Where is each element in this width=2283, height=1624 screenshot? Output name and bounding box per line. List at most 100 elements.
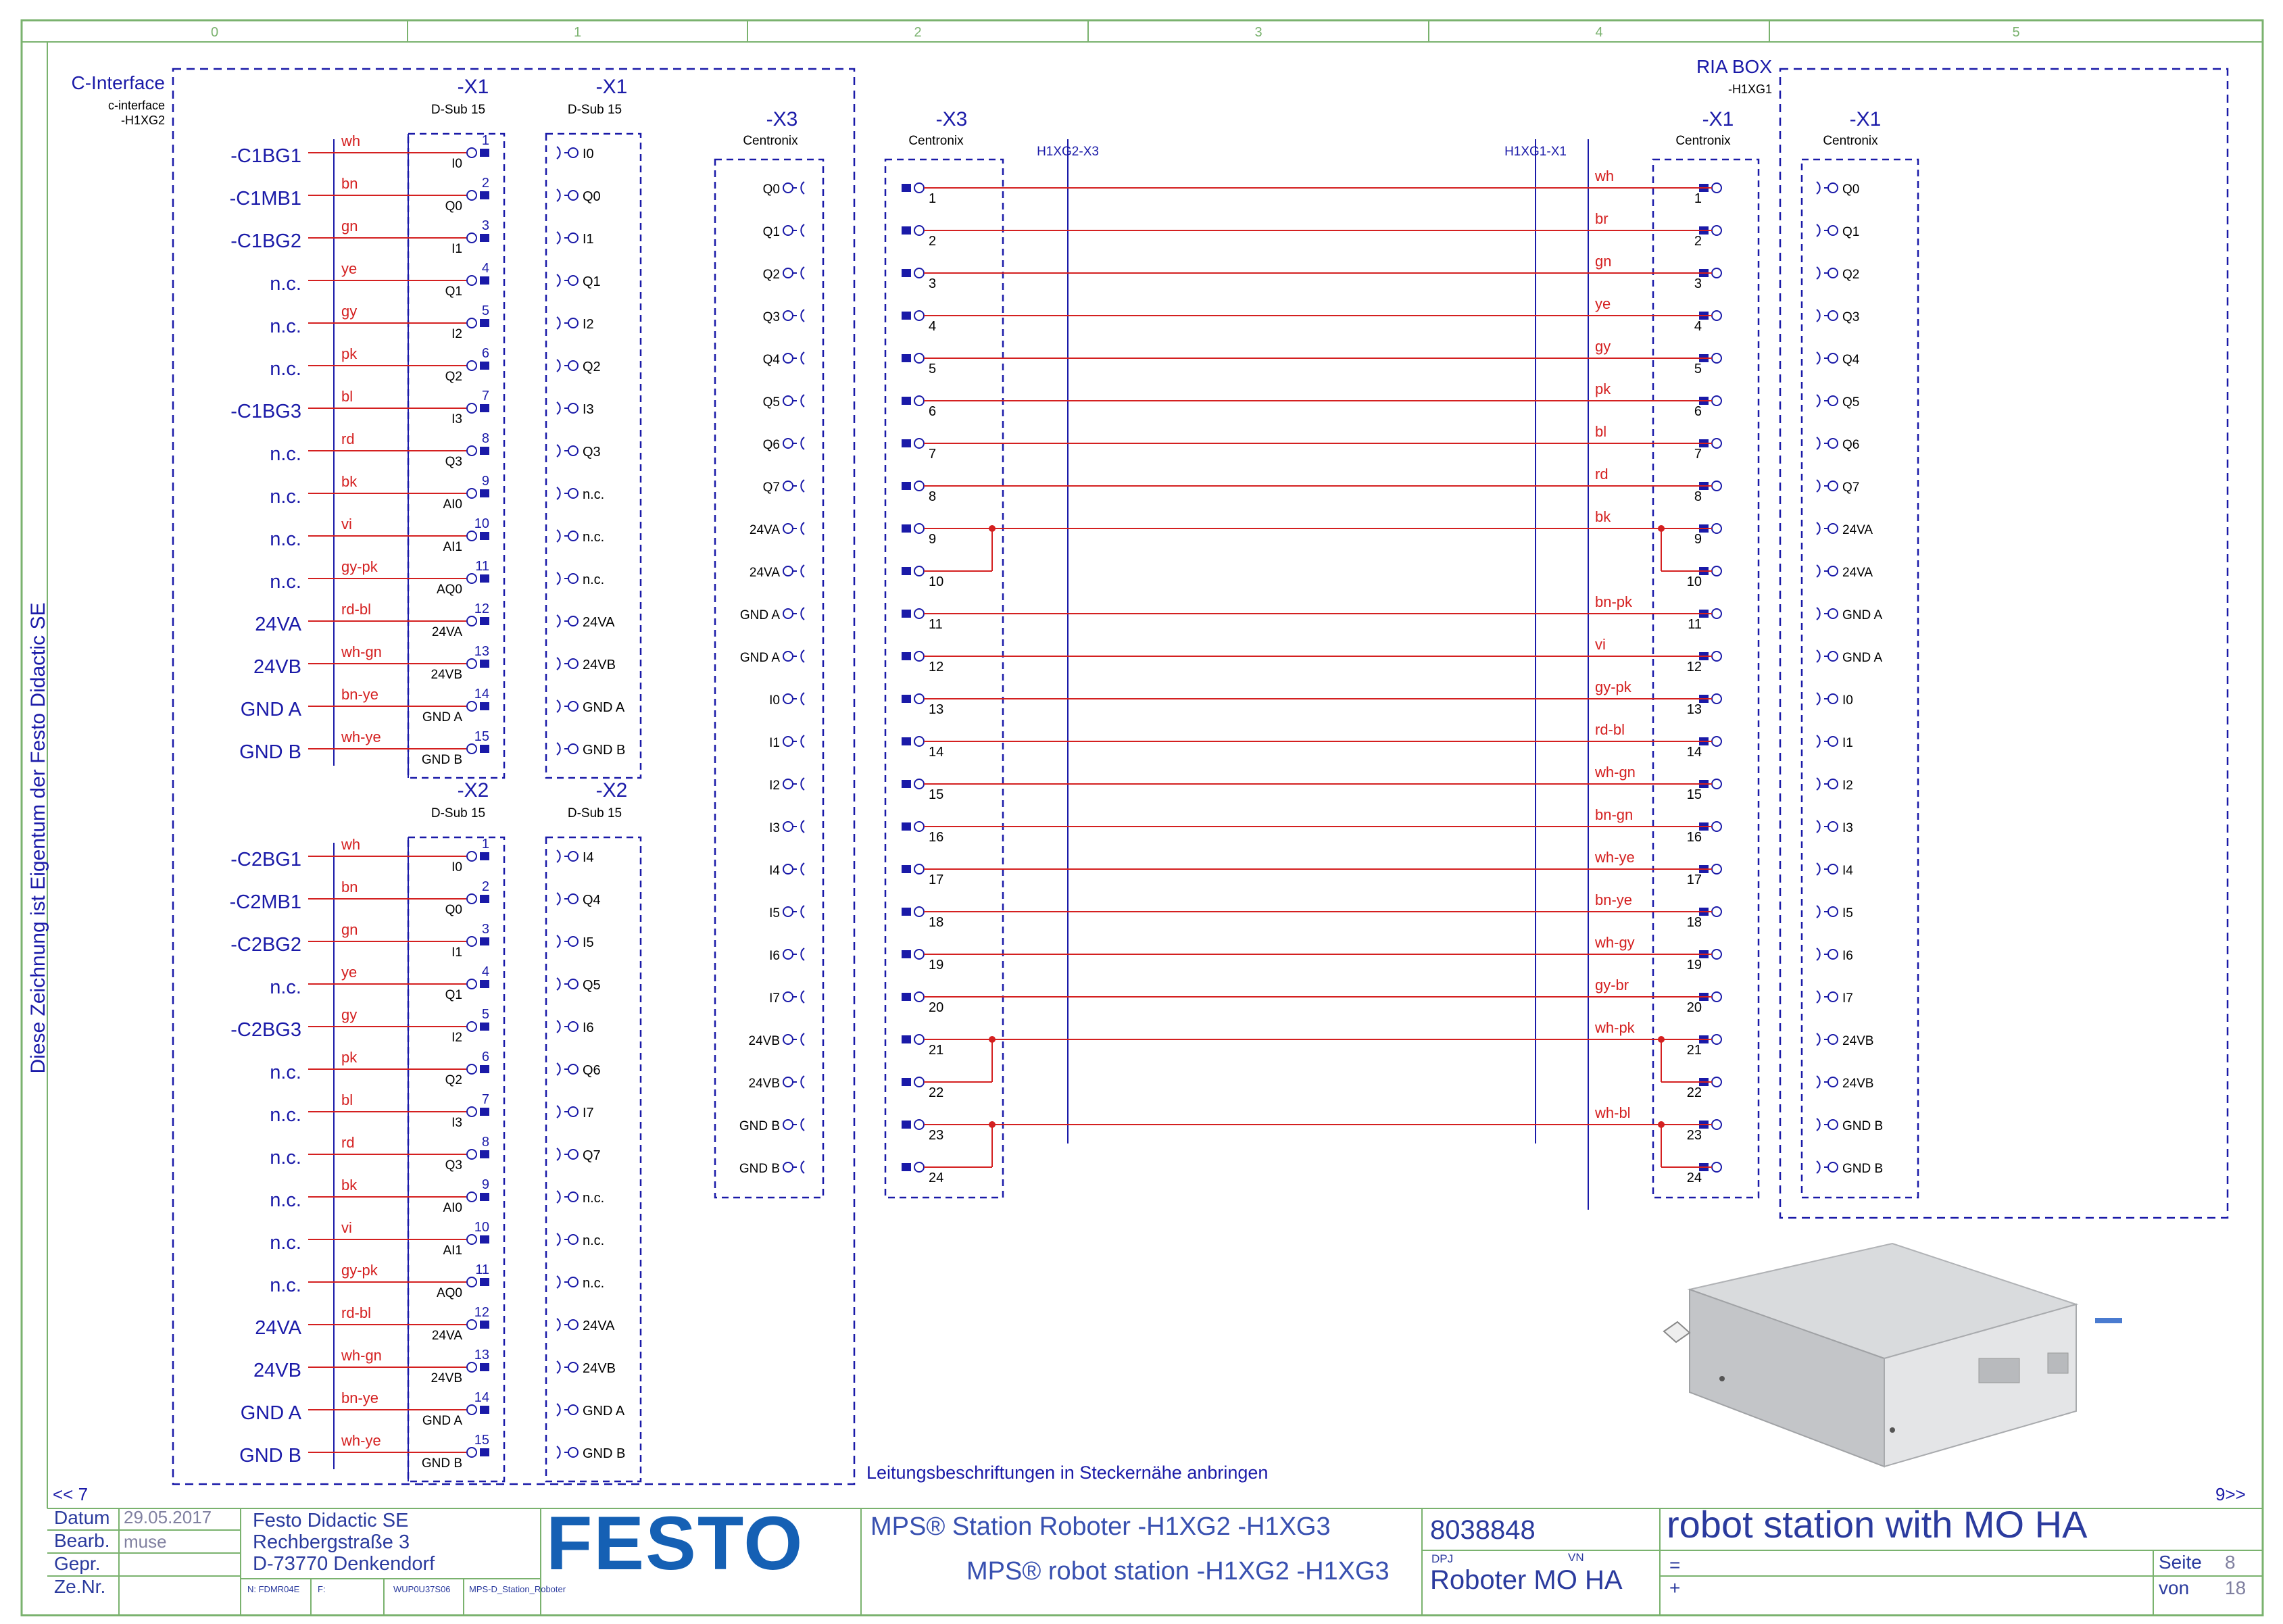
socket-circle — [568, 232, 579, 243]
gepr-label: Gepr. — [54, 1553, 101, 1574]
wire-color-label: rd — [341, 1134, 355, 1151]
ria-plug-pin: 22 — [1687, 1085, 1702, 1100]
pin-signal: 24VA — [432, 625, 462, 639]
pin-block — [902, 312, 911, 320]
socket-signal: GND B — [583, 1446, 625, 1461]
pin-block — [480, 319, 489, 327]
pin-circle — [914, 1077, 925, 1087]
ria-socket-signal: Q7 — [1842, 481, 1859, 495]
socket-circle — [1827, 991, 1838, 1002]
pin-circle — [466, 488, 477, 499]
pin-circle — [914, 182, 925, 193]
socket-signal: GND A — [583, 1404, 625, 1419]
socket-signal: Q3 — [583, 445, 601, 460]
pin-number: 11 — [475, 559, 489, 574]
pin-circle — [466, 979, 477, 989]
x3-plug-pin: 6 — [929, 404, 936, 419]
socket-arc — [1816, 266, 1821, 280]
ria-plug-pin: 12 — [1687, 660, 1702, 674]
socket-signal: 24VB — [583, 1361, 616, 1376]
pin-circle — [914, 779, 925, 789]
device-label: GND A — [241, 1402, 302, 1424]
pin-number: 7 — [482, 389, 489, 403]
pin-signal: I3 — [451, 412, 462, 426]
ria-plug-pin: 9 — [1694, 532, 1702, 547]
pin-circle — [466, 936, 477, 947]
socket-arc — [1816, 437, 1821, 450]
x1-ria-socket-box — [1800, 158, 1919, 1199]
pin-block — [480, 660, 489, 668]
device-label: -C2BG1 — [230, 849, 301, 870]
cable-wire-color: rd — [1595, 466, 1609, 483]
socket-circle — [568, 531, 579, 541]
socket-arc — [800, 351, 805, 365]
pin-circle — [1711, 438, 1722, 449]
pin-number: 4 — [482, 964, 489, 979]
seite-value: 8 — [2225, 1552, 2236, 1573]
pin-signal: I0 — [451, 860, 462, 875]
socket-circle — [783, 1119, 793, 1130]
socket-signal: n.c. — [583, 1276, 604, 1291]
pin-signal: 24VA — [432, 1329, 462, 1343]
connector-name-x1-ria: -X1 — [1702, 108, 1734, 130]
pin-signal: I2 — [451, 327, 462, 341]
ria-box-picture — [1663, 1242, 2122, 1468]
zone-label: 4 — [1595, 25, 1602, 40]
x3-socket-signal: Q3 — [763, 310, 780, 324]
socket-signal: I7 — [583, 1106, 594, 1121]
x3-plug-pin: 2 — [929, 234, 936, 249]
socket-arc — [800, 479, 805, 493]
pin-block — [480, 895, 489, 903]
socket-circle — [1827, 693, 1838, 704]
box-ports-a — [1978, 1358, 2020, 1383]
pin-block — [480, 574, 489, 583]
device-label: -C2BG3 — [230, 1019, 301, 1041]
von-value: 18 — [2225, 1577, 2247, 1598]
project-name: Roboter MO HA — [1430, 1565, 1623, 1595]
socket-arc — [1816, 1033, 1821, 1046]
ria-plug-pin: 20 — [1687, 1000, 1702, 1015]
pin-circle — [914, 523, 925, 534]
pin-signal: Q3 — [445, 1158, 462, 1173]
wire-color-label: bn — [341, 879, 358, 895]
pin-circle — [1711, 566, 1722, 576]
pin-block — [480, 362, 489, 370]
zone-label: 5 — [2012, 25, 2019, 40]
nav-previous-page[interactable]: << 7 — [53, 1484, 89, 1504]
pin-number: 7 — [482, 1092, 489, 1107]
wire-color-label: bl — [341, 388, 353, 405]
pin-circle — [1711, 395, 1722, 406]
wire-color-label: gy-pk — [341, 558, 378, 575]
socket-circle — [783, 523, 793, 534]
pin-signal: Q0 — [445, 903, 462, 917]
pin-number: 15 — [474, 1433, 489, 1448]
socket-arc — [1816, 564, 1821, 578]
device-label: GND B — [239, 741, 301, 763]
socket-arc — [800, 649, 805, 663]
pin-number: 9 — [482, 1177, 489, 1192]
pin-block — [480, 980, 489, 988]
cable-wire-color: bl — [1595, 423, 1606, 440]
tb-small-1: N: FDMR04E — [247, 1584, 300, 1594]
ria-socket-signal: Q5 — [1842, 395, 1859, 410]
pin-circle — [914, 1119, 925, 1130]
x3-socket-signal: Q4 — [763, 353, 781, 367]
x3-socket-signal: I2 — [769, 779, 780, 793]
socket-signal: GND A — [583, 700, 625, 715]
nav-next-page[interactable]: 9>> — [2215, 1484, 2246, 1504]
junction-dot — [1658, 525, 1665, 532]
pin-circle — [914, 736, 925, 747]
x3-plug-pin: 7 — [929, 447, 936, 462]
pin-circle — [466, 1191, 477, 1202]
socket-arc — [1816, 479, 1821, 493]
dsub-plug-box — [407, 836, 506, 1483]
socket-circle — [1827, 906, 1838, 917]
company-name: Festo Didactic SE — [253, 1510, 409, 1531]
x3-plug-pin: 10 — [929, 574, 943, 589]
pin-circle — [466, 1064, 477, 1075]
x3-socket-signal: I6 — [769, 949, 780, 963]
socket-circle — [783, 395, 793, 406]
socket-circle — [783, 736, 793, 747]
connector-name-dsub-a: -X2 — [458, 779, 489, 802]
connector-type-x1-ria-socket: Centronix — [1823, 134, 1878, 148]
